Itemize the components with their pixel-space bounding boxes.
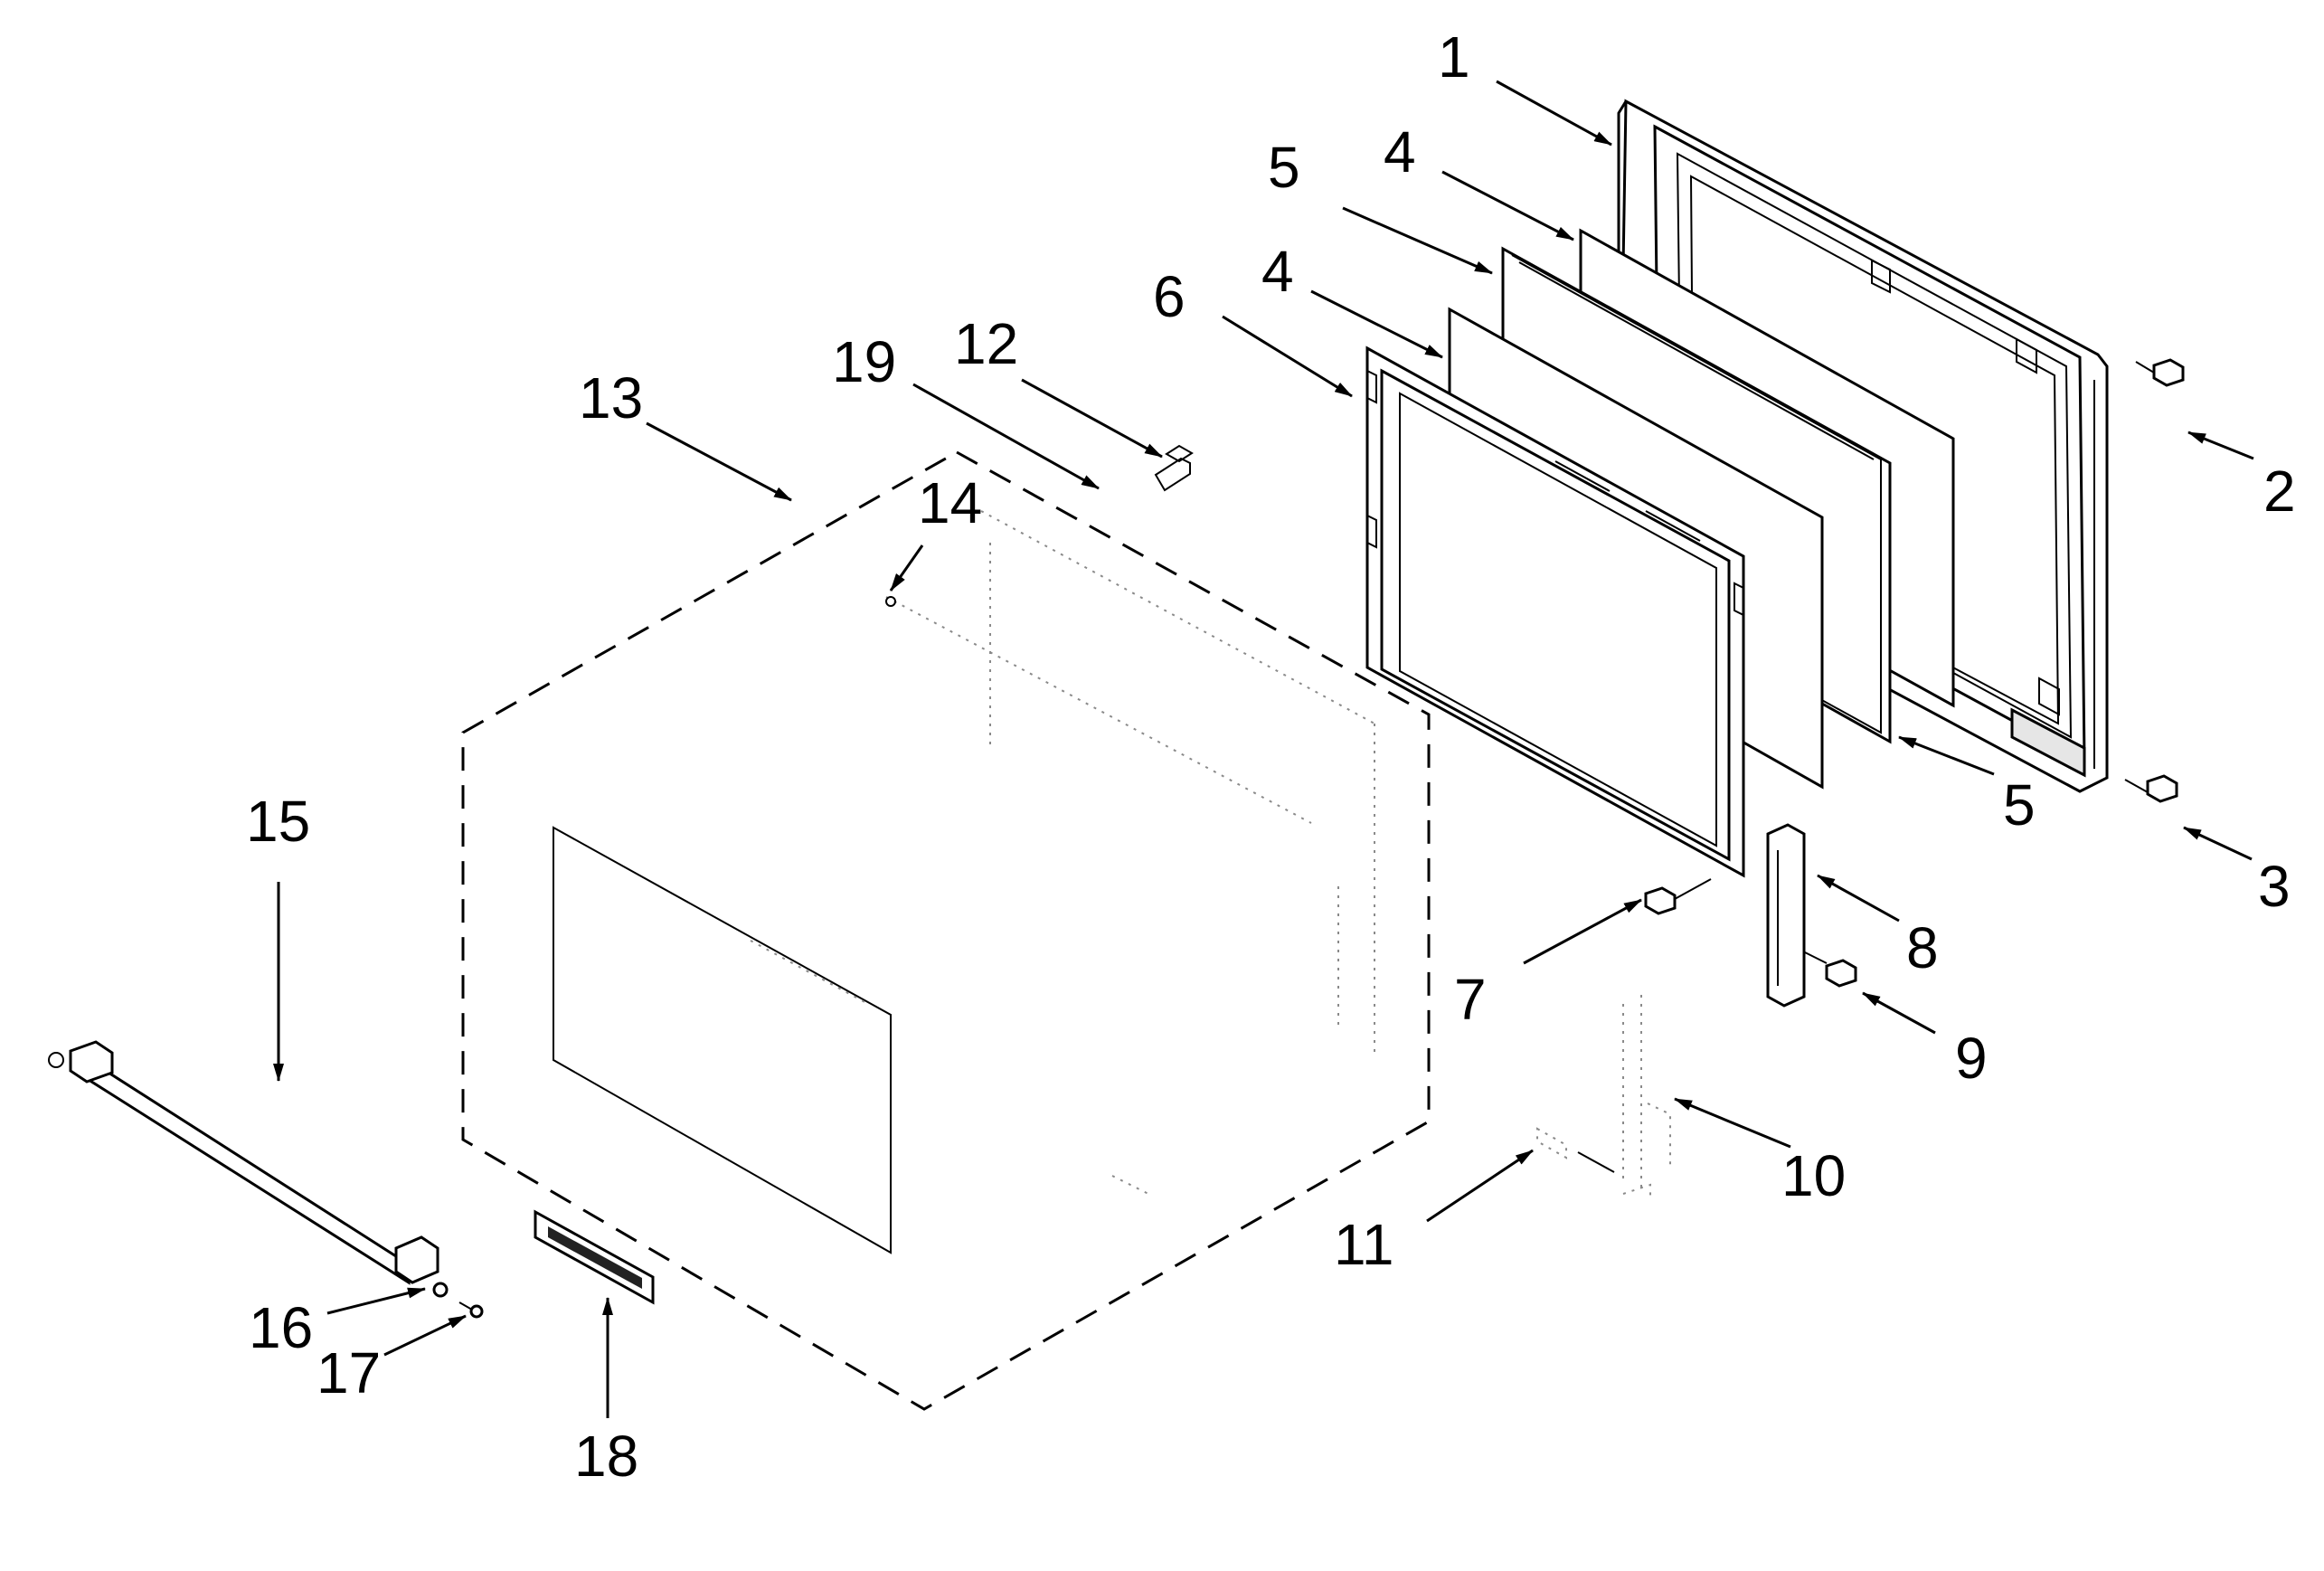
leader-5b xyxy=(1898,735,1995,776)
callout-15: 15 xyxy=(246,789,310,854)
leader-3 xyxy=(2183,826,2253,861)
part-screw-14 xyxy=(885,596,896,607)
callout-18: 18 xyxy=(574,1424,638,1489)
callout-1: 1 xyxy=(1438,24,1470,90)
part-screw-3 xyxy=(2124,774,2178,803)
leader-10 xyxy=(1674,1097,1791,1149)
leader-13 xyxy=(646,421,792,502)
callout-labels: 1 2 3 4 4 5 5 6 7 8 9 10 11 12 13 14 15 … xyxy=(246,24,2296,1489)
callout-2: 2 xyxy=(2263,459,2296,524)
part-door-outer-panel xyxy=(461,450,1431,1411)
leader-1 xyxy=(1496,80,1612,147)
part-inner-door-frame xyxy=(1365,345,1745,878)
part-screw-11 xyxy=(1536,1127,1615,1173)
leader-14 xyxy=(889,544,924,591)
leader-12 xyxy=(1021,378,1163,459)
leader-17 xyxy=(383,1314,467,1357)
part-screw-9 xyxy=(1799,949,1857,988)
part-front-glass-panel xyxy=(553,826,892,1254)
leader-2 xyxy=(2187,431,2254,460)
callout-3: 3 xyxy=(2258,854,2291,919)
part-screw-7 xyxy=(1644,878,1712,915)
leader-4b xyxy=(1310,289,1443,359)
callout-9: 9 xyxy=(1955,1026,1988,1091)
leader-19 xyxy=(912,383,1100,490)
part-screw-2 xyxy=(2135,358,2185,387)
leader-arrows xyxy=(273,80,2254,1418)
part-hinge xyxy=(1622,995,1671,1198)
leader-16 xyxy=(326,1287,426,1315)
leader-7 xyxy=(1523,898,1642,965)
part-screw-12 xyxy=(1154,444,1194,492)
callout-8: 8 xyxy=(1906,915,1939,980)
leader-8 xyxy=(1817,874,1900,923)
part-screw-17 xyxy=(458,1301,484,1319)
callout-14: 14 xyxy=(918,470,982,535)
callout-7: 7 xyxy=(1454,967,1487,1032)
part-badge xyxy=(534,1209,655,1305)
callout-12: 12 xyxy=(954,311,1018,376)
callout-4a: 4 xyxy=(1384,119,1416,185)
leader-11 xyxy=(1426,1149,1534,1223)
callout-4b: 4 xyxy=(1261,239,1294,304)
leader-5a xyxy=(1342,206,1493,275)
part-hinge-receiver xyxy=(1766,823,1806,1008)
callout-13: 13 xyxy=(579,365,643,431)
part-handle xyxy=(48,1040,439,1285)
callout-6: 6 xyxy=(1153,264,1186,329)
callout-11: 11 xyxy=(1334,1212,1393,1277)
callout-10: 10 xyxy=(1781,1143,1846,1208)
callout-5a: 5 xyxy=(1268,135,1300,200)
callout-17: 17 xyxy=(316,1340,381,1405)
leader-9 xyxy=(1862,991,1936,1035)
callout-5b: 5 xyxy=(2003,772,2036,838)
callout-19: 19 xyxy=(832,329,896,394)
leader-6 xyxy=(1222,315,1353,398)
callout-16: 16 xyxy=(249,1295,313,1360)
part-washer-16 xyxy=(432,1282,449,1298)
leader-4a xyxy=(1441,170,1574,241)
